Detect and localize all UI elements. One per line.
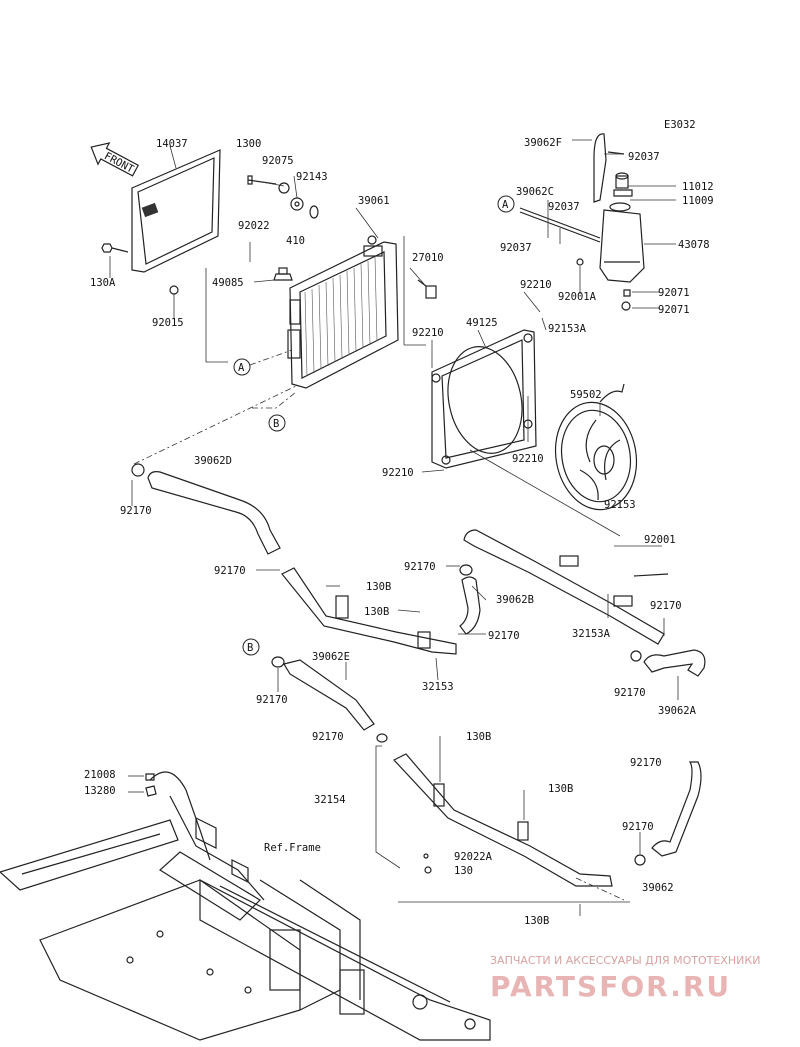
hose-39062b: [459, 564, 481, 635]
hose-39062e: [271, 656, 375, 731]
cooling-fan: [554, 383, 638, 511]
label-92071-b: 92071: [658, 304, 690, 316]
label-92170-e: 92170: [650, 600, 682, 612]
label-92153: 92153: [604, 499, 636, 511]
label-92022a: 92022A: [454, 851, 493, 863]
label-32154: 32154: [314, 794, 346, 806]
watermark-brand: PARTSFOR.RU: [490, 970, 731, 1003]
label-92075: 92075: [262, 155, 294, 167]
label-130b-e: 130B: [524, 915, 549, 927]
pipe-32154: [376, 733, 613, 887]
label-130: 130: [454, 865, 473, 877]
label-92210-c: 92210: [512, 453, 544, 465]
pipe-32153a: [463, 529, 669, 645]
label-92015: 92015: [152, 317, 184, 329]
label-410: 410: [286, 235, 305, 247]
nut-92015: [169, 285, 179, 295]
label-21008: 21008: [84, 769, 116, 781]
svg-text:B: B: [273, 418, 279, 430]
label-39062b: 39062B: [496, 594, 534, 606]
label-92170-b: 92170: [214, 565, 246, 577]
label-1300: 1300: [236, 138, 261, 150]
label-49085: 49085: [212, 277, 244, 289]
tank-mount-hardware: [576, 258, 631, 311]
label-92170-j: 92170: [622, 821, 654, 833]
radiator-cap: [273, 267, 293, 281]
label-27010: 27010: [412, 252, 444, 264]
label-39062: 39062: [642, 882, 674, 894]
svg-text:A: A: [502, 199, 509, 211]
hose-39062: [634, 761, 702, 866]
radiator: [287, 235, 399, 389]
label-92037-mid: 92037: [548, 201, 580, 213]
label-92143: 92143: [296, 171, 328, 183]
label-92071-a: 92071: [658, 287, 690, 299]
label-92170-g: 92170: [614, 687, 646, 699]
label-92001: 92001: [644, 534, 676, 546]
label-92170-i: 92170: [630, 757, 662, 769]
tank-hose-39062c: [519, 207, 601, 243]
svg-text:B: B: [247, 642, 253, 654]
frame: [0, 771, 491, 1041]
label-92170-h: 92170: [312, 731, 344, 743]
label-49125: 49125: [466, 317, 498, 329]
label-92170-a: 92170: [120, 505, 152, 517]
front-label: FRONT: [102, 150, 136, 176]
hose-39062d: [131, 463, 281, 555]
label-92022: 92022: [238, 220, 270, 232]
label-92210-b: 92210: [412, 327, 444, 339]
hose-39062a: [630, 649, 706, 677]
label-39061: 39061: [358, 195, 390, 207]
label-130b-a: 130B: [366, 581, 391, 593]
label-11012: 11012: [682, 181, 714, 193]
callout-b-lower: B: [242, 638, 260, 656]
clamp-21008: [145, 773, 155, 781]
label-39062f: 39062F: [524, 137, 562, 149]
fan-shroud: [431, 329, 537, 469]
callout-b-left: B: [268, 414, 286, 432]
fan-switch: [417, 279, 437, 299]
label-130b-b: 130B: [364, 606, 389, 618]
label-92170-f: 92170: [256, 694, 288, 706]
label-43078: 43078: [678, 239, 710, 251]
callout-a-left: A: [233, 358, 251, 376]
label-11009: 11009: [682, 195, 714, 207]
label-92210-d: 92210: [382, 467, 414, 479]
label-13280: 13280: [84, 785, 116, 797]
label-14037: 14037: [156, 138, 188, 150]
label-92001a: 92001A: [558, 291, 597, 303]
ref-frame-label: Ref.Frame: [264, 842, 321, 854]
pipe-32153: [281, 567, 457, 655]
label-59502: 59502: [570, 389, 602, 401]
label-39062c: 39062C: [516, 186, 554, 198]
reservoir-tank: [593, 133, 645, 283]
watermark-tagline: ЗАПЧАСТИ И АКСЕССУАРЫ ДЛЯ МОТОТЕХНИКИ: [490, 954, 760, 967]
label-130b-d: 130B: [548, 783, 573, 795]
label-39062e: 39062E: [312, 651, 350, 663]
diagram-code: E3032: [664, 119, 696, 131]
label-92153a: 92153A: [548, 323, 587, 335]
radiator-screen: [131, 145, 221, 273]
label-92037-top: 92037: [628, 151, 660, 163]
label-92170-c: 92170: [404, 561, 436, 573]
label-130b-c: 130B: [466, 731, 491, 743]
label-92037-low: 92037: [500, 242, 532, 254]
label-39062a: 39062A: [658, 705, 697, 717]
label-32153a: 32153A: [572, 628, 611, 640]
label-92170-d: 92170: [488, 630, 520, 642]
label-32153: 32153: [422, 681, 454, 693]
bolt-130a: [101, 243, 129, 253]
svg-text:A: A: [238, 362, 245, 374]
front-arrow: FRONT: [90, 142, 140, 177]
label-130a: 130A: [90, 277, 116, 289]
label-39062d: 39062D: [194, 455, 232, 467]
callout-a-right: A: [497, 195, 515, 213]
clip-13280: [145, 785, 157, 797]
label-92210-a: 92210: [520, 279, 552, 291]
